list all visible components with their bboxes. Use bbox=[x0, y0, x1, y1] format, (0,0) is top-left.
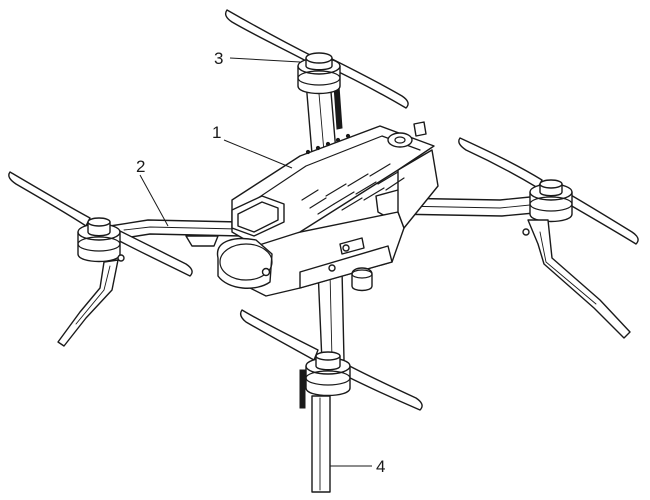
left-propeller bbox=[8, 171, 193, 277]
rear-left-motor bbox=[297, 52, 341, 95]
callout-3: 3 bbox=[214, 49, 301, 68]
gimbal-camera bbox=[216, 237, 273, 289]
front-arm bbox=[317, 269, 345, 363]
callout-1: 1 bbox=[212, 123, 293, 169]
front-sensor bbox=[231, 195, 285, 237]
rear-left-propeller bbox=[224, 9, 409, 109]
callout-2: 2 bbox=[136, 157, 169, 227]
top-dots bbox=[305, 133, 351, 155]
drone-body bbox=[216, 121, 439, 297]
front-motor bbox=[305, 351, 351, 397]
front-landing-leg bbox=[299, 369, 331, 493]
front-propeller bbox=[239, 309, 423, 411]
vent-slots bbox=[301, 163, 405, 215]
callout-2-label: 2 bbox=[136, 157, 145, 176]
callout-3-label: 3 bbox=[214, 49, 223, 68]
right-motor bbox=[529, 179, 573, 223]
callout-4-label: 4 bbox=[376, 457, 385, 476]
right-landing-leg bbox=[522, 219, 631, 339]
power-button bbox=[387, 121, 427, 148]
callout-1-label: 1 bbox=[212, 123, 221, 142]
left-motor bbox=[77, 217, 121, 263]
right-propeller bbox=[458, 137, 639, 245]
callout-4: 4 bbox=[330, 457, 385, 476]
left-landing-leg bbox=[57, 254, 125, 347]
